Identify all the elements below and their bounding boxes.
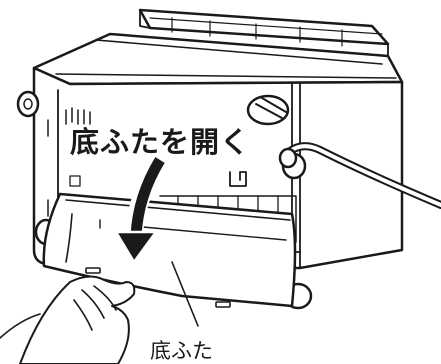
- side-vents: [47, 107, 91, 217]
- bottom-cover-label: 底ふた: [150, 339, 213, 363]
- hand-illustration: [0, 275, 136, 364]
- curved-arrow-icon: [113, 151, 169, 265]
- top-handle: [138, 8, 390, 61]
- label-leader-line: [171, 261, 199, 327]
- instruction-caption: 底ふたを開く: [70, 125, 250, 159]
- power-cord: [278, 142, 441, 209]
- dial-knob: [246, 94, 290, 126]
